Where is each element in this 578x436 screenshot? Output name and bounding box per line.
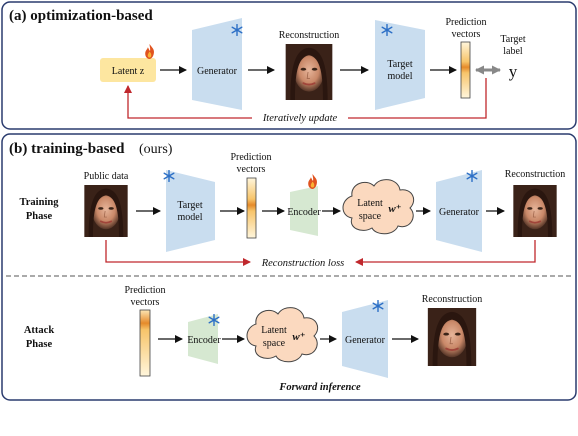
reconstruction-b-image (512, 185, 558, 237)
reconstruction-a-image (284, 44, 334, 100)
generator-a-shape (192, 18, 242, 110)
flame-icon (145, 44, 154, 59)
prediction-b-line2: vectors (237, 164, 266, 175)
latent-z-label: Latent z (112, 66, 145, 77)
target-model-a-line2: model (388, 71, 413, 82)
training-phase-line1: Training (20, 197, 60, 208)
target-label-y: y (509, 62, 518, 81)
target-label-line2: label (503, 46, 523, 57)
target-model-b-line1: Target (177, 200, 202, 211)
latent-space-b-line1: Latent (357, 198, 383, 209)
latent-space-b-line2: space (359, 211, 382, 222)
encoder-b-label: Encoder (287, 207, 321, 218)
target-model-b-shape (166, 170, 215, 252)
prediction-vector-attack (139, 309, 151, 377)
public-data-label: Public data (84, 171, 129, 182)
generator-b-shape (436, 170, 482, 252)
attack-prediction-line2: vectors (131, 297, 160, 308)
forward-inference-label: Forward inference (278, 382, 361, 393)
latent-z-box (100, 58, 156, 82)
attack-reconstruction-image (426, 308, 478, 366)
target-model-a-shape (375, 20, 425, 110)
target-model-a-line1: Target (387, 59, 412, 70)
update-label: Iteratively update (262, 113, 338, 124)
panel-b-frame (1, 133, 577, 401)
attack-phase-line2: Phase (26, 339, 53, 350)
encoder-attack-label: Encoder (187, 335, 221, 346)
public-data-image (83, 185, 129, 237)
generator-attack-label: Generator (345, 335, 386, 346)
panel-a-title: (a) optimization-based (9, 8, 153, 24)
attack-phase-line1: Attack (24, 325, 54, 336)
reconstruction-b-label: Reconstruction (505, 169, 566, 180)
latent-space-attack-w: w⁺ (292, 331, 305, 343)
generator-a-label: Generator (197, 66, 238, 77)
panel-b-title-suffix: (ours) (139, 142, 173, 157)
panel-a-frame (1, 1, 577, 130)
generator-b-label: Generator (439, 207, 480, 218)
loss-label: Reconstruction loss (261, 258, 345, 269)
prediction-a-line2: vectors (452, 29, 481, 40)
target-model-b-line2: model (178, 212, 203, 223)
attack-reconstruction-label: Reconstruction (422, 294, 483, 305)
target-label-line1: Target (500, 34, 525, 45)
latent-space-b-cloud (342, 179, 415, 235)
attack-prediction-line1: Prediction (124, 285, 165, 296)
loss-right-arrow (355, 240, 536, 266)
panel-b-title: (b) training-based (9, 141, 125, 157)
reconstruction-a-label: Reconstruction (279, 30, 340, 41)
latent-space-attack-cloud (246, 307, 319, 363)
prediction-vector-b (246, 177, 257, 239)
encoder-attack-shape (188, 314, 218, 364)
prediction-b-line1: Prediction (230, 152, 271, 163)
prediction-a-line1: Prediction (445, 17, 486, 28)
generator-attack-shape (342, 300, 388, 378)
loss-left-arrow (105, 240, 251, 266)
training-phase-line2: Phase (26, 211, 53, 222)
latent-space-b-w: w⁺ (388, 203, 401, 215)
encoder-b-shape (290, 186, 318, 236)
prediction-vector-a (460, 41, 471, 99)
latent-space-attack-line2: space (263, 338, 286, 349)
latent-space-attack-line1: Latent (261, 325, 287, 336)
